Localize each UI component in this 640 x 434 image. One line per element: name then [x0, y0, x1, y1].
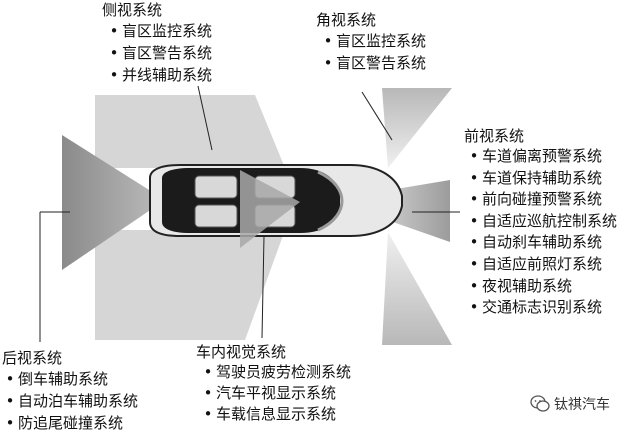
side-view-title: 侧视系统: [102, 1, 163, 19]
front-view-group: 前视系统 车道偏离预警系统 车道保持辅助系统 前向碰撞预警系统 自适应巡航控制系…: [464, 126, 617, 319]
list-item: 防追尾碰撞系统: [2, 412, 138, 434]
list-item: 自适应巡航控制系统: [466, 211, 617, 233]
side-view-group: 侧视系统 盲区监控系统 盲区警告系统 并线辅助系统: [102, 0, 212, 86]
windshield: [317, 170, 344, 232]
list-item: 盲区监控系统: [106, 20, 212, 42]
rear-view-group: 后视系统 倒车辅助系统 自动泊车辅助系统 防追尾碰撞系统: [2, 348, 138, 434]
corner-view-group: 角视系统 盲区监控系统 盲区警告系统: [316, 10, 426, 74]
watermark: 钛祺汽车: [530, 394, 610, 414]
rear-view-title: 后视系统: [2, 349, 63, 367]
leader-corner: [361, 91, 393, 141]
interior-view-cone: [240, 170, 300, 248]
list-item: 自动刹车辅助系统: [466, 232, 617, 254]
list-item: 盲区警告系统: [106, 42, 212, 64]
front-view-title: 前视系统: [464, 127, 525, 145]
rear-view-cone: [62, 135, 165, 270]
list-item: 车道偏离预警系统: [466, 146, 617, 168]
seat-rear-right: [194, 204, 238, 228]
side-view-cone-bottom: [95, 230, 285, 340]
list-item: 驾驶员疲劳检测系统: [200, 362, 351, 383]
seat-rear-left: [194, 175, 238, 199]
interior-view-title: 车内视觉系统: [196, 343, 287, 361]
list-item: 汽车平视显示系统: [200, 383, 351, 404]
corner-view-cone-top: [382, 88, 452, 168]
corner-view-cone-bottom: [382, 232, 452, 345]
list-item: 车道保持辅助系统: [466, 168, 617, 190]
list-item: 盲区监控系统: [320, 30, 426, 52]
leader-side: [197, 85, 213, 151]
list-item: 并线辅助系统: [106, 64, 212, 86]
wechat-icon: [530, 395, 550, 412]
list-item: 车载信息显示系统: [200, 404, 351, 425]
interior-view-group: 车内视觉系统 驾驶员疲劳检测系统 汽车平视显示系统 车载信息显示系统: [196, 342, 351, 425]
side-view-cone-top: [95, 95, 285, 168]
list-item: 盲区警告系统: [320, 52, 426, 74]
leader-interior: [261, 235, 265, 339]
list-item: 交通标志识别系统: [466, 297, 617, 319]
list-item: 夜视辅助系统: [466, 276, 617, 298]
list-item: 前向碰撞预警系统: [466, 189, 617, 211]
list-item: 倒车辅助系统: [2, 368, 138, 390]
list-item: 自适应前照灯系统: [466, 254, 617, 276]
corner-view-title: 角视系统: [316, 11, 377, 29]
watermark-text: 钛祺汽车: [554, 397, 610, 413]
list-item: 自动泊车辅助系统: [2, 390, 138, 412]
